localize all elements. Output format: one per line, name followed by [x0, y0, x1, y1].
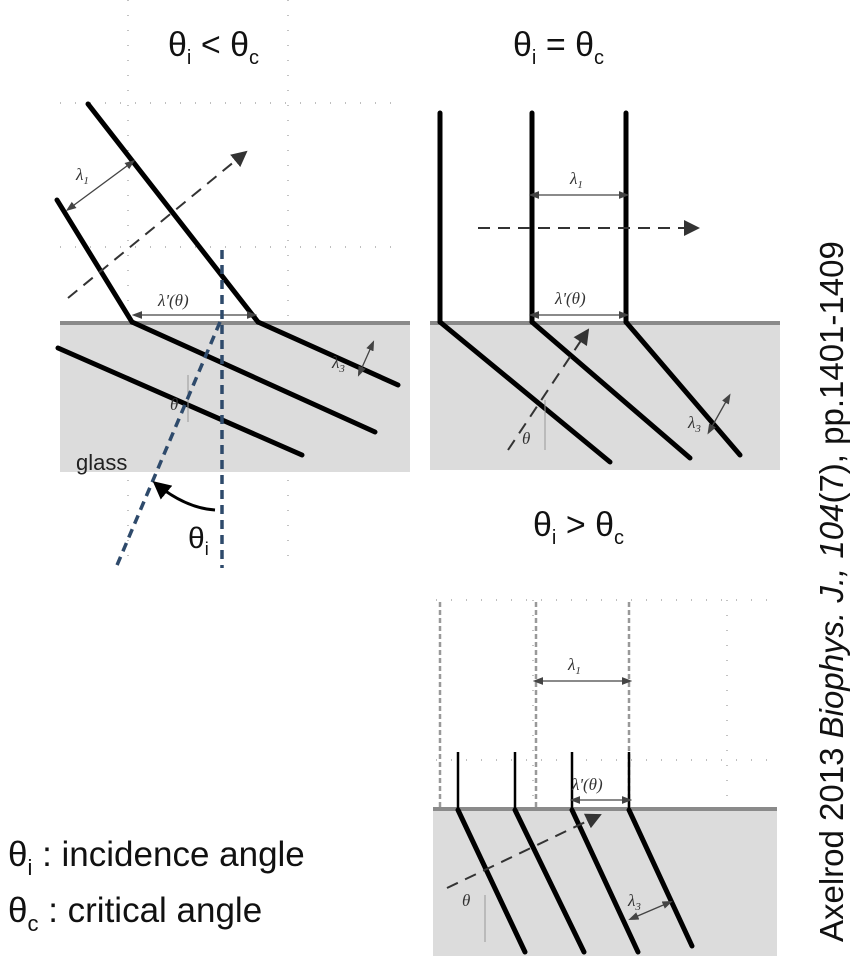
legend: θi : incidence angle θc : critical angle — [8, 835, 305, 936]
theta-i-label: θi — [188, 522, 209, 559]
angle-label: θ — [170, 395, 178, 414]
lambda3-dimension — [707, 393, 731, 435]
lambda1-dimension — [65, 159, 136, 212]
lambda3-label: λ3 — [627, 891, 641, 913]
panel-title: θi = θc — [513, 26, 604, 69]
panel-title: θi < θc — [168, 26, 259, 69]
lambda3-label: λ3 — [687, 413, 701, 435]
lambda1-label: λ1 — [569, 169, 583, 191]
legend-item-critical: θc : critical angle — [8, 891, 262, 936]
glass-label: glass — [76, 450, 127, 475]
citation: Axelrod 2013 Biophys. J., 104(7), pp.140… — [813, 241, 850, 942]
panel-supercritical: θi > θc λ1 λ'(θ) θ λ3 — [433, 506, 777, 956]
propagation-arrow — [67, 150, 248, 299]
lambda-prime-label: λ'(θ) — [157, 291, 189, 310]
glass-region — [430, 322, 780, 470]
lambda1-label: λ1 — [567, 655, 581, 677]
refracted-wavefront — [129, 319, 378, 435]
refracted-wavefront — [569, 807, 641, 955]
lambda3-dimension — [628, 900, 673, 921]
legend-item-incidence: θi : incidence angle — [8, 835, 305, 880]
lambda-prime-label: λ'(θ) — [554, 289, 586, 308]
lambda1-label: λ1 — [75, 165, 89, 187]
panel-title: θi > θc — [533, 506, 624, 549]
refracted-wavefront — [626, 807, 695, 949]
refracted-wavefront — [437, 319, 613, 465]
refracted-wavefront — [55, 345, 305, 458]
panel-subcritical: θi < θc λ1 λ'(θ) λ3 θ glass θi — [54, 26, 410, 571]
incident-wavefront — [85, 101, 261, 325]
glass-region — [60, 322, 410, 472]
lambda3-dimension — [357, 340, 375, 377]
refracted-wavefront — [529, 319, 693, 461]
lambda3-label: λ3 — [331, 353, 345, 375]
refracted-wavefront — [512, 807, 587, 955]
incident-wavefront — [54, 197, 135, 325]
refracted-wavefront — [455, 807, 528, 955]
propagation-arrow — [446, 813, 602, 889]
angle-label: θ — [462, 891, 470, 910]
lambda-prime-label: λ'(θ) — [571, 775, 603, 794]
angle-label: θ — [522, 429, 530, 448]
propagation-arrow — [507, 328, 590, 451]
panel-critical: θi = θc λ1 λ'(θ) θ λ3 — [430, 26, 780, 470]
refracted-wavefront — [255, 319, 401, 388]
angle-arrow — [152, 481, 216, 512]
